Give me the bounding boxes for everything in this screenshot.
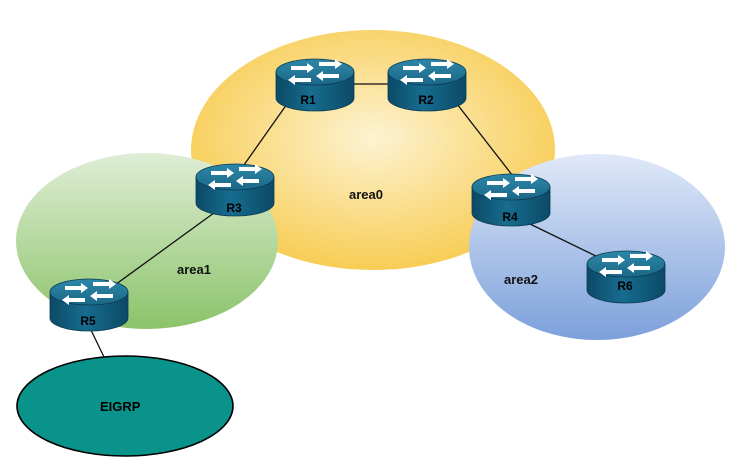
router-arrows-icon [400,59,454,85]
router-icon [586,250,666,304]
links [89,83,601,358]
arrow-icon [484,190,507,200]
router-r1[interactable]: R1 [275,58,355,112]
link-r1-r3 [238,103,288,173]
arrow-icon [403,63,426,73]
router-icon [387,58,467,112]
router-icon [195,163,275,217]
arrow-icon [602,255,625,265]
link-r3-r5 [107,209,219,291]
router-label: R6 [617,279,633,293]
router-r2[interactable]: R2 [387,58,467,112]
area1-label: area1 [177,262,211,277]
arrow-icon [599,267,622,277]
eigrp-zone [16,355,234,457]
eigrp-label: EIGRP [100,399,141,414]
router-label: R3 [226,201,242,215]
router-label: R1 [300,93,316,107]
router-icon [471,173,551,227]
arrow-icon [211,168,234,178]
area0-label: area0 [349,187,383,202]
router-icon [275,58,355,112]
router-r3[interactable]: R3 [195,163,275,217]
link-r5-eigrp [89,327,105,358]
arrow-icon [316,71,339,81]
area2-label: area2 [504,272,538,287]
arrow-icon [319,59,342,69]
arrow-icon [428,71,451,81]
arrow-icon [291,63,314,73]
arrow-icon [515,174,538,184]
router-r6[interactable]: R6 [586,250,666,304]
arrow-icon [512,186,535,196]
arrow-icon [208,180,231,190]
arrow-icon [93,279,116,289]
router-r4[interactable]: R4 [471,173,551,227]
arrow-icon [400,75,423,85]
link-r2-r4 [456,103,517,181]
router-arrows-icon [599,251,653,277]
router-label: R5 [80,314,96,328]
router-arrows-icon [62,279,116,305]
arrow-icon [431,59,454,69]
arrow-icon [90,291,113,301]
arrow-icon [239,164,262,174]
arrow-icon [630,251,653,261]
router-arrows-icon [288,59,342,85]
router-arrows-icon [208,164,262,190]
arrow-icon [627,263,650,273]
router-arrows-icon [484,174,538,200]
arrow-icon [65,283,88,293]
arrow-icon [288,75,311,85]
arrow-icon [487,178,510,188]
router-label: R4 [502,210,518,224]
router-icon [49,278,129,332]
router-r5[interactable]: R5 [49,278,129,332]
arrow-icon [236,176,259,186]
router-label: R2 [418,93,434,107]
arrow-icon [62,295,85,305]
link-r4-r6 [529,223,601,259]
